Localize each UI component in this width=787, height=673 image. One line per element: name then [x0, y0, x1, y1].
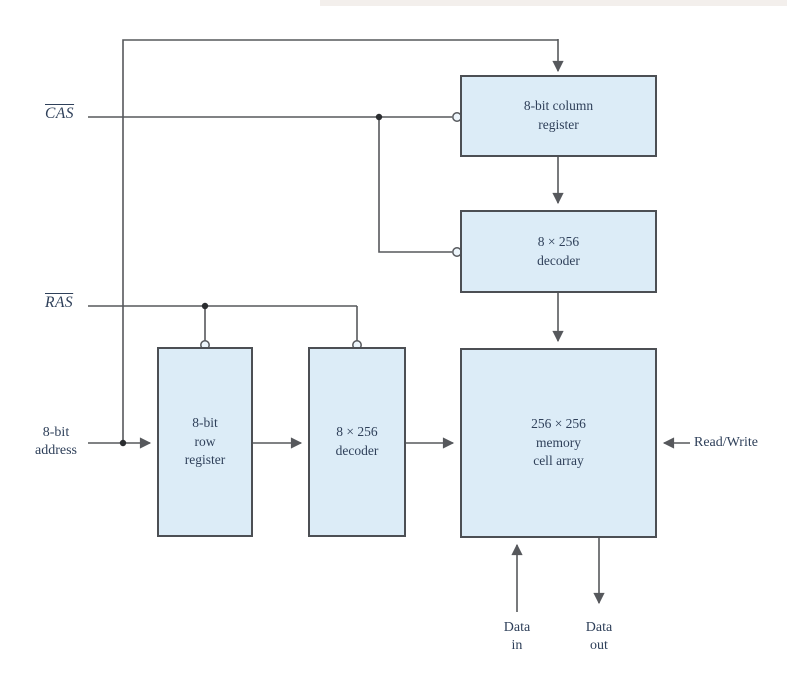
cas-junction-dot: [375, 113, 383, 121]
block-row-decoder: 8 × 256 decoder: [308, 347, 406, 537]
block-memory-cell-array: 256 × 256 memory cell array: [460, 348, 657, 538]
block-row-register: 8-bit row register: [157, 347, 253, 537]
block-column-decoder: 8 × 256 decoder: [460, 210, 657, 293]
block-memory-cell-array-label: 256 × 256 memory cell array: [531, 415, 586, 469]
ras-overbar-text: RAS: [45, 294, 74, 311]
address-signal-label: 8-bit address: [35, 425, 77, 459]
address-feedback-line: [122, 39, 558, 443]
read-write-signal-label: Read/Write: [694, 435, 758, 450]
ras-signal-label: RAS: [45, 293, 73, 313]
cas-signal-label: CAS: [45, 104, 74, 124]
ras-junction-dot: [201, 302, 209, 310]
cas-overbar-text: CAS: [45, 105, 75, 122]
data-out-signal-label: Data out: [585, 620, 613, 654]
block-row-register-label: 8-bit row register: [184, 414, 226, 468]
block-column-register-label: 8-bit column register: [523, 98, 594, 132]
block-column-decoder-label: 8 × 256 decoder: [537, 233, 580, 268]
cas-branch-line: [378, 117, 452, 253]
page-edge-artifact: [320, 0, 787, 6]
address-junction-dot: [119, 439, 127, 447]
block-row-decoder-label: 8 × 256 decoder: [335, 424, 379, 458]
block-column-register: 8-bit column register: [460, 75, 657, 157]
data-in-signal-label: Data in: [503, 620, 531, 654]
